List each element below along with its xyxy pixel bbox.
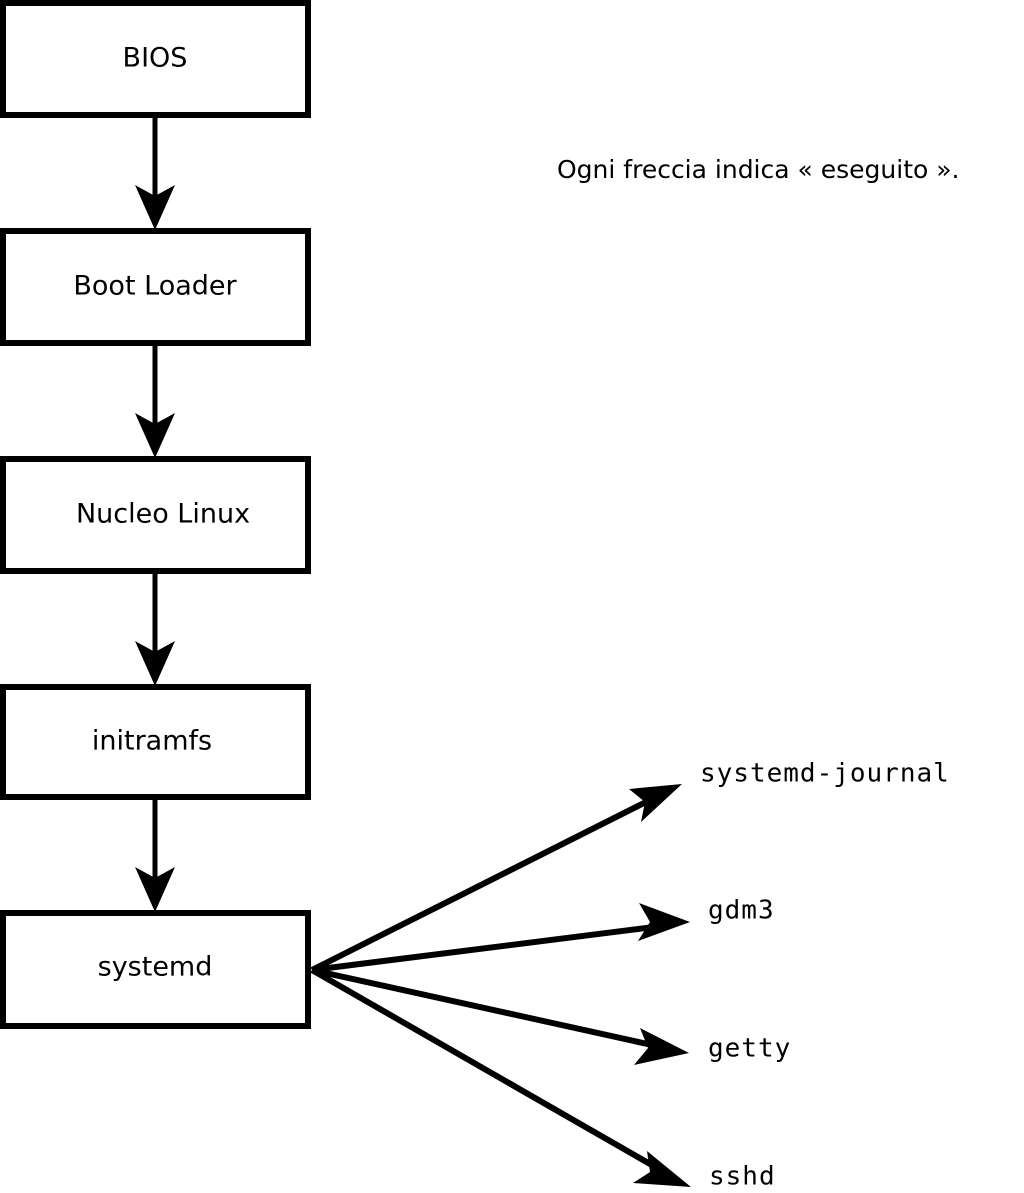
flow-arrow-kernel-to-initramfs [135,571,175,686]
flow-arrow-shaft [310,967,659,1171]
stage-box-kernel-label: Nucleo Linux [76,499,250,530]
stage-box-systemd-rect [0,910,311,1029]
arrow-head-down-icon [135,185,175,230]
flow-arrow-shaft [311,924,655,973]
stage-box-systemd-label: systemd [98,952,213,983]
stage-box-bios-rect [0,0,311,118]
flow-arrow-bootloader-to-kernel [135,343,175,458]
arrow-head-down-icon [135,413,175,458]
stage-box-bios: BIOS [0,0,311,118]
stage-box-bootloader-label: Boot Loader [73,271,237,302]
service-label-getty: getty [708,1034,791,1064]
service-label-gdm3: gdm3 [708,896,775,926]
flow-arrow-systemd-to-sshd [310,967,691,1187]
arrow-head-icon [638,903,690,941]
stage-box-initramfs: initramfs [0,684,311,800]
stage-box-bootloader: Boot Loader [0,228,311,346]
arrow-head-icon [633,1151,691,1187]
service-label-sshd: sshd [709,1162,776,1192]
stage-box-initramfs-rect [0,684,311,800]
arrow-head-down-icon [135,641,175,686]
flow-arrow-systemd-to-gdm3 [311,903,690,973]
flow-arrow-shaft [311,967,653,1048]
stage-box-bios-label: BIOS [123,43,188,74]
flow-arrow-shaft [310,798,650,973]
arrow-head-icon [634,1028,689,1065]
legend-annotation: Ogni freccia indica « eseguito ». [557,155,960,184]
service-label-systemd-journal: systemd-journal [700,759,950,789]
stage-box-kernel: Nucleo Linux [0,456,311,574]
flow-arrow-systemd-to-getty [311,967,689,1065]
flow-arrow-initramfs-to-systemd [135,797,175,912]
arrow-head-icon [629,784,682,822]
arrow-head-down-icon [135,867,175,912]
stage-box-initramfs-label: initramfs [92,726,212,757]
stage-box-systemd: systemd [0,910,311,1029]
flow-arrow-bios-to-bootloader [135,115,175,230]
flow-arrow-systemd-to-systemd-journal [310,784,682,973]
